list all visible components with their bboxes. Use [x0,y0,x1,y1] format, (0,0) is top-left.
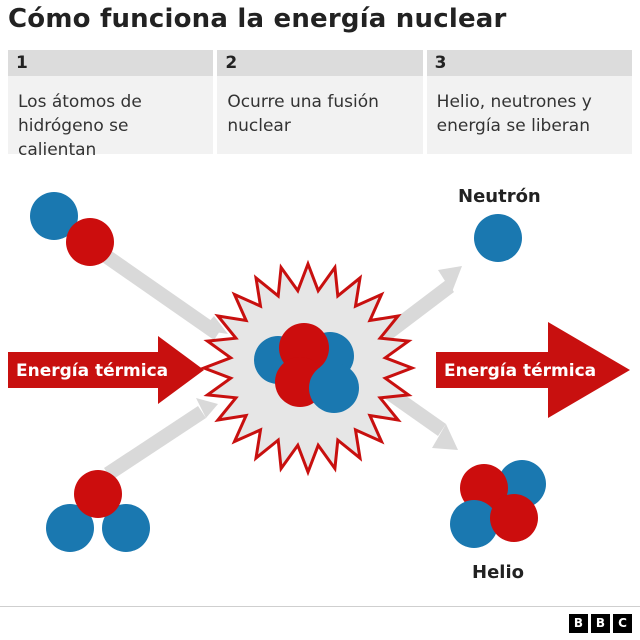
helium-proton [490,494,538,542]
step-2-text: Ocurre una fusión nuclear [227,92,379,136]
bbc-logo-c: C [613,614,632,633]
energy-arrow-out [436,322,630,418]
helium-proton [460,464,508,512]
hydrogen-neutron [30,192,78,240]
path-bottom-left [104,406,206,480]
step-3-text: Helio, neutrones y energía se liberan [436,92,592,136]
footer-divider [0,606,640,607]
hydrogen-proton [74,470,122,518]
steps-bar: 1 Los átomos de hidrógeno se calientan 2… [8,50,632,160]
helium-neutron [450,500,498,548]
step-1-number: 1 [8,50,214,76]
energy-arrow-in [8,336,204,404]
bbc-logo-b2: B [591,614,610,633]
page-title: Cómo funciona la energía nuclear [8,4,507,34]
path-top-right-head [438,266,462,292]
step-3: 3 Helio, neutrones y energía se liberan [426,50,632,154]
neutron-label: Neutrón [458,186,541,207]
energy-out-label: Energía térmica [444,361,596,381]
bbc-logo: B B C [569,614,632,633]
fusion-neutron [309,363,359,413]
path-top-left [102,250,222,340]
helium-label: Helio [472,562,524,583]
path-bottom-left-head [196,398,218,418]
released-neutron [474,214,522,262]
energy-in-label: Energía térmica [16,361,168,381]
path-top-left-head [202,316,228,334]
step-2: 2 Ocurre una fusión nuclear [217,50,423,154]
bbc-logo-b1: B [569,614,588,633]
step-2-number: 2 [217,50,423,76]
hydrogen-neutron [46,504,94,552]
hydrogen-neutron [102,504,150,552]
path-bottom-right [384,386,446,436]
path-bottom-right-head [432,424,458,450]
path-top-right [380,280,454,342]
hydrogen-proton [66,218,114,266]
fusion-diagram: Energía térmica Energía térmica Neutrón … [8,186,630,583]
step-3-number: 3 [426,50,632,76]
step-1: 1 Los átomos de hidrógeno se calientan [8,50,214,160]
step-1-text: Los átomos de hidrógeno se calientan [18,92,142,160]
